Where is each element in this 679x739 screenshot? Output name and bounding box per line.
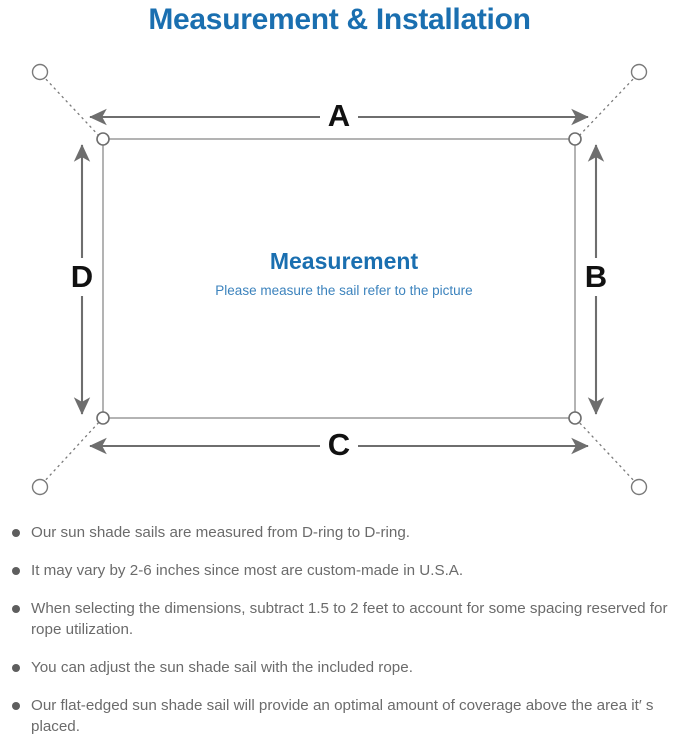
bullet-icon [12, 664, 20, 672]
anchor-point-bottom-right [630, 478, 648, 496]
bullet-icon [12, 702, 20, 710]
diagram-center-subtitle: Please measure the sail refer to the pic… [215, 283, 472, 298]
note-text: It may vary by 2-6 inches since most are… [31, 562, 464, 579]
note-text: Our sun shade sails are measured from D-… [31, 524, 410, 541]
note-text: When selecting the dimensions, subtract … [31, 600, 668, 638]
list-item: You can adjust the sun shade sail with t… [0, 657, 679, 678]
dimension-label-c: C [328, 427, 350, 462]
bullet-icon [12, 529, 20, 537]
anchor-point-bottom-left [31, 478, 49, 496]
rope-lines [41, 74, 638, 485]
list-item: Our flat-edged sun shade sail will provi… [0, 695, 679, 737]
rope-bottom-left [41, 419, 102, 485]
dimension-label-b: B [585, 259, 607, 294]
dimension-label-a: A [328, 98, 350, 133]
bullet-icon [12, 605, 20, 613]
anchor-point-top-right [630, 63, 648, 81]
list-item: It may vary by 2-6 inches since most are… [0, 560, 679, 581]
d-ring-top-right [568, 132, 582, 146]
d-ring-bottom-right [568, 411, 582, 425]
rope-bottom-right [576, 419, 638, 485]
rope-top-right [576, 74, 638, 139]
anchor-point-top-left [31, 63, 49, 81]
d-rings [96, 132, 582, 425]
notes-list: Our sun shade sails are measured from D-… [0, 522, 679, 737]
list-item: Our sun shade sails are measured from D-… [0, 522, 679, 543]
list-item: When selecting the dimensions, subtract … [0, 598, 679, 640]
sail-measurement-diagram: A C D B Measurement Please measure the s… [0, 44, 679, 514]
page-title: Measurement & Installation [148, 3, 531, 36]
sail-rectangle [102, 138, 576, 419]
note-text: You can adjust the sun shade sail with t… [31, 659, 413, 676]
dimension-label-d: D [71, 259, 93, 294]
d-ring-bottom-left [96, 411, 110, 425]
anchor-points [31, 63, 648, 496]
diagram-center-title: Measurement [270, 248, 419, 274]
rope-top-left [41, 74, 102, 139]
bullet-icon [12, 567, 20, 575]
note-text: Our flat-edged sun shade sail will provi… [31, 697, 654, 735]
d-ring-top-left [96, 132, 110, 146]
